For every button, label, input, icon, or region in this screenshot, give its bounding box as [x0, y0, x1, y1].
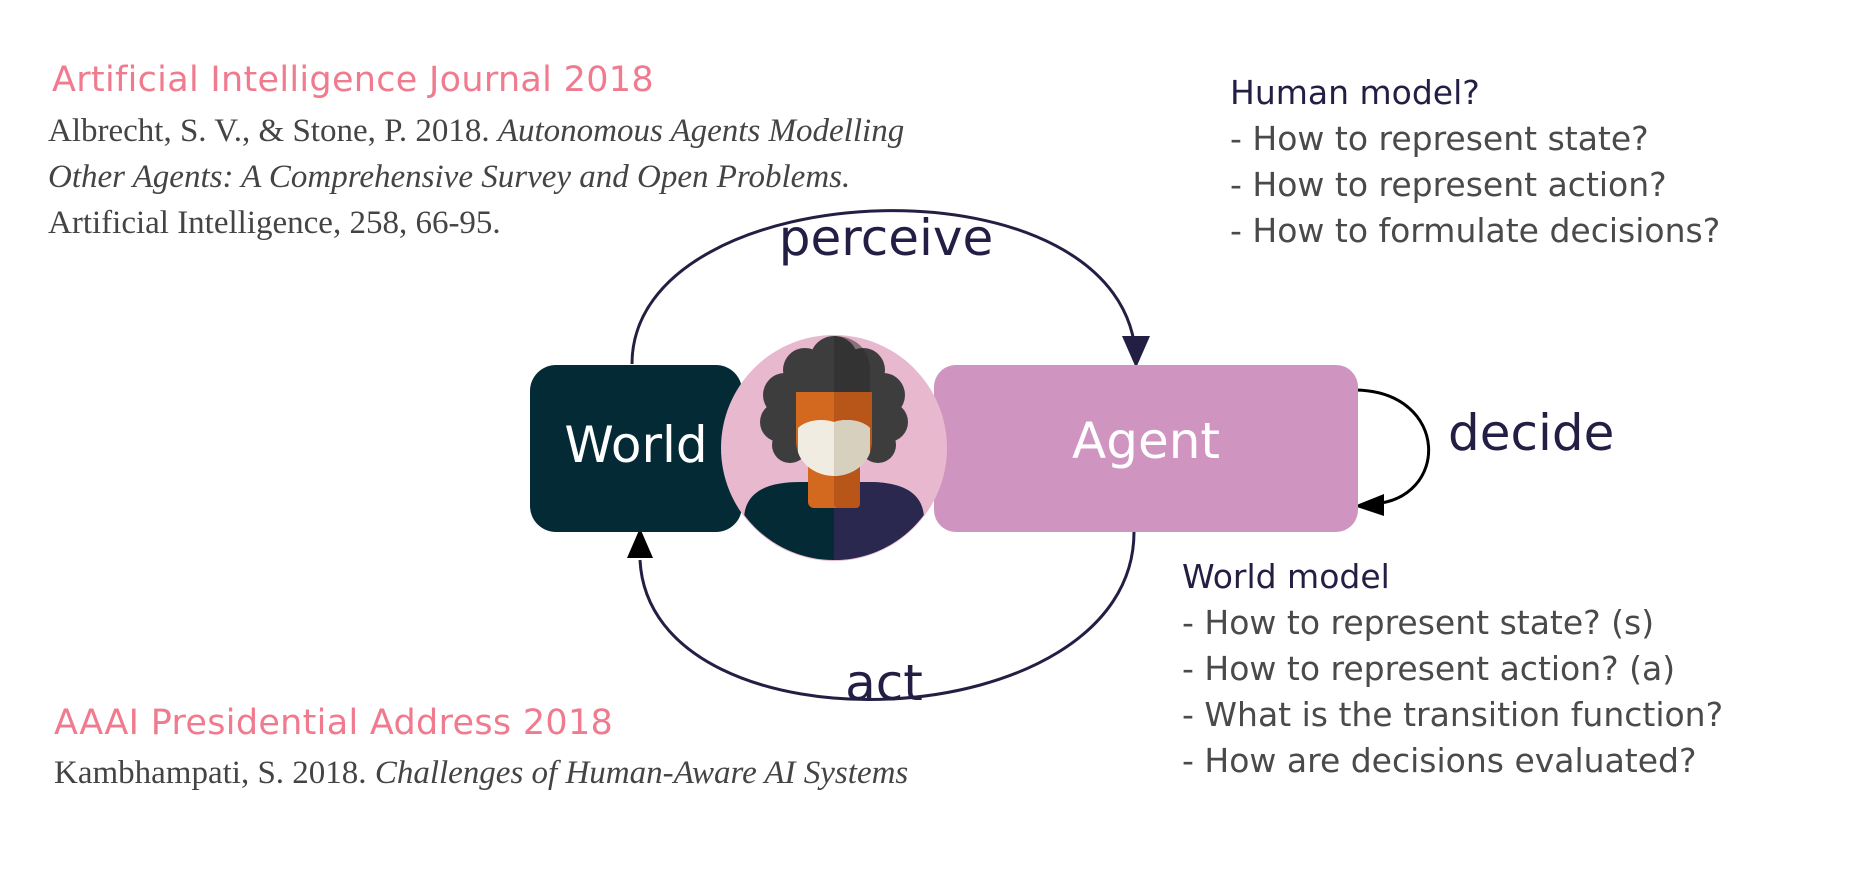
world-model-question: - How to represent action? (a): [1182, 649, 1676, 688]
ref-1-authors: Albrecht, S. V., & Stone, P. 2018.: [48, 113, 490, 149]
world-model-question: - What is the transition function?: [1182, 695, 1724, 734]
ref-1-work-line1: Autonomous Agents Modelling: [497, 113, 905, 149]
decide-arrowhead: [1354, 494, 1384, 516]
ref-2-authors: Kambhampati, S. 2018.: [54, 755, 367, 791]
world-label: World: [564, 416, 707, 474]
human-model-question: - How to formulate decisions?: [1230, 211, 1721, 250]
decide-label: decide: [1448, 404, 1614, 462]
human-model-question: - How to represent action?: [1230, 165, 1667, 204]
ref-1-work-line2: Other Agents: A Comprehensive Survey and…: [48, 159, 851, 195]
agent-box: [934, 365, 1358, 532]
human-model-list: Human model? - How to represent state? -…: [1230, 70, 1720, 254]
act-arrow: [638, 531, 1136, 702]
world-box: [530, 365, 742, 532]
world-model-list: World model - How to represent state? (s…: [1182, 554, 1723, 784]
world-model-question: - How to represent state? (s): [1182, 603, 1655, 642]
world-model-question: - How are decisions evaluated?: [1182, 741, 1697, 780]
act-label: act: [845, 654, 923, 712]
perceive-arrowhead: [1122, 336, 1150, 368]
act-arrowhead: [627, 528, 653, 558]
human-model-question: - How to represent state?: [1230, 119, 1649, 158]
person-avatar-icon: [721, 335, 947, 561]
ref-1-citation: Albrecht, S. V., & Stone, P. 2018. Auton…: [48, 108, 1008, 246]
perceive-arrow: [630, 209, 1138, 365]
ref-2-citation: Kambhampati, S. 2018. Challenges of Huma…: [54, 750, 1014, 796]
ref-2-title: AAAI Presidential Address 2018: [54, 703, 614, 743]
ref-1-venue: Artificial Intelligence, 258, 66-95.: [48, 205, 501, 241]
ref-1-title: Artificial Intelligence Journal 2018: [52, 60, 654, 100]
ref-2-work: Challenges of Human-Aware AI Systems: [374, 755, 909, 791]
world-model-heading: World model: [1182, 557, 1390, 596]
agent-label: Agent: [1072, 412, 1220, 470]
decide-arrow: [1355, 388, 1431, 506]
perceive-label: perceive: [779, 209, 993, 267]
human-model-heading: Human model?: [1230, 73, 1480, 112]
